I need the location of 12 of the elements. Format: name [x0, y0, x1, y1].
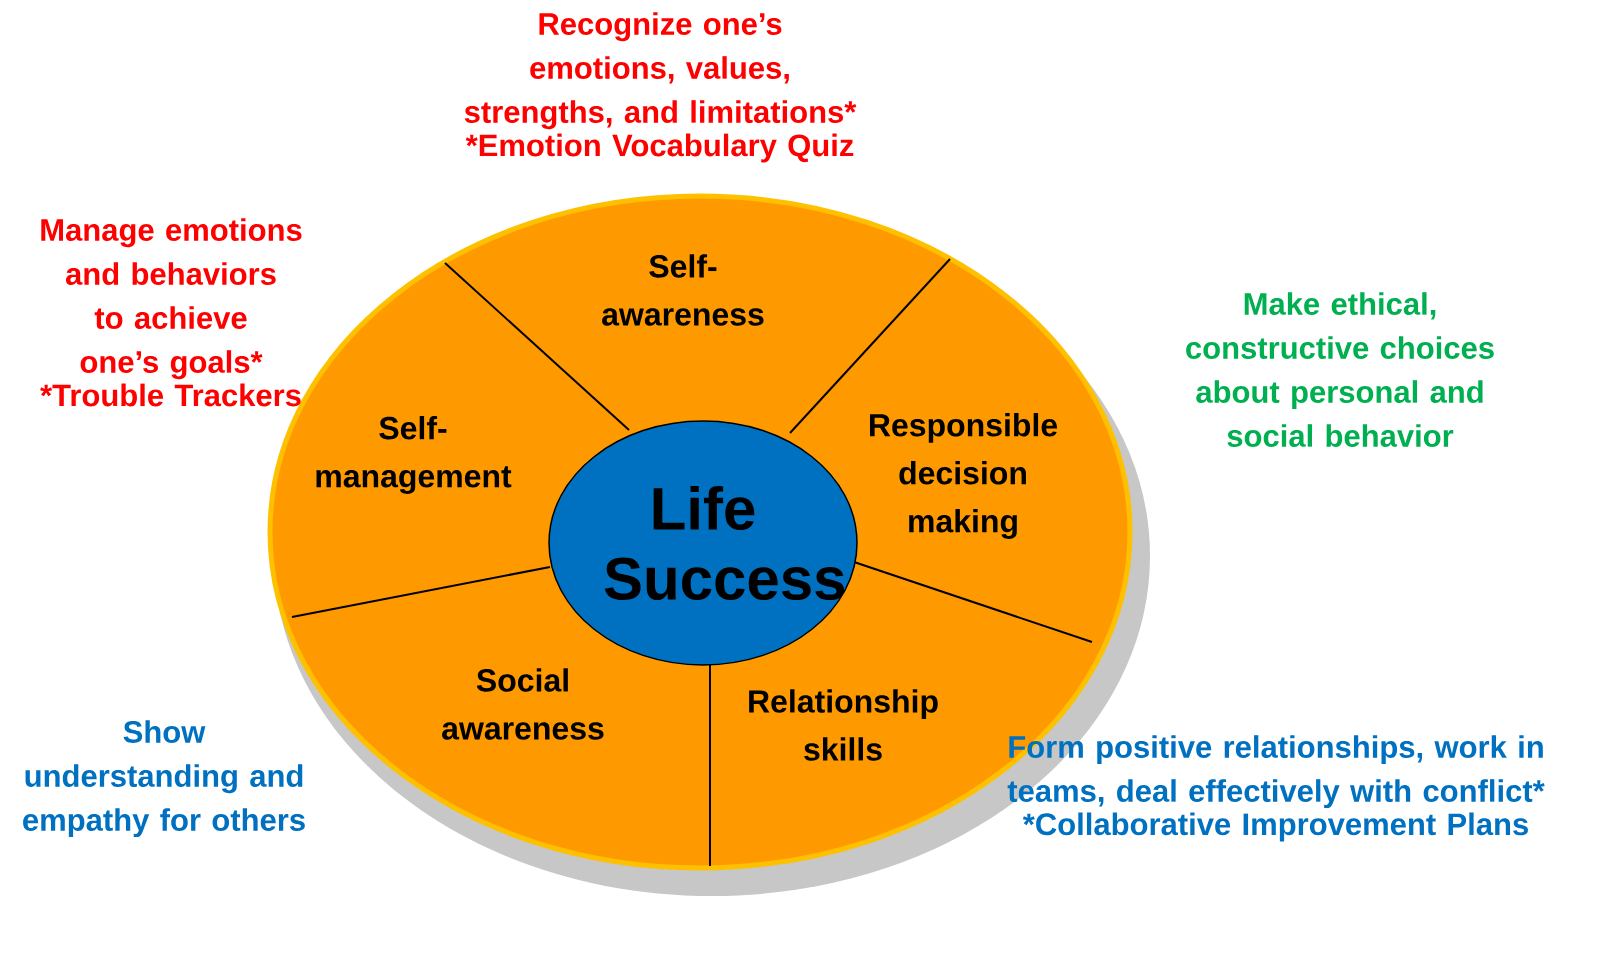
- description-text: Recognize one’s emotions, values, strengths, and limitations*: [464, 12, 857, 130]
- description-text: *Emotion Vocabulary Quiz: [465, 133, 854, 163]
- sector-label: Responsible decision making: [870, 413, 1058, 539]
- description-text: *Trouble Trackers: [40, 383, 301, 407]
- sector-label: Relationship skills: [749, 689, 938, 761]
- sector-label: Self-awareness: [602, 254, 764, 326]
- description-text: Manage emotions and behaviors to achieve one’s goals*: [41, 218, 302, 380]
- description-text: *Collaborative Improvement Plans: [1022, 812, 1528, 842]
- sector-label: Self-management: [316, 416, 512, 494]
- description-text: Make ethical, constructive choices about personal and social behavior: [1186, 292, 1494, 447]
- description-text: Show understanding and empathy for others: [23, 720, 305, 838]
- sector-label: Social awareness: [442, 668, 604, 740]
